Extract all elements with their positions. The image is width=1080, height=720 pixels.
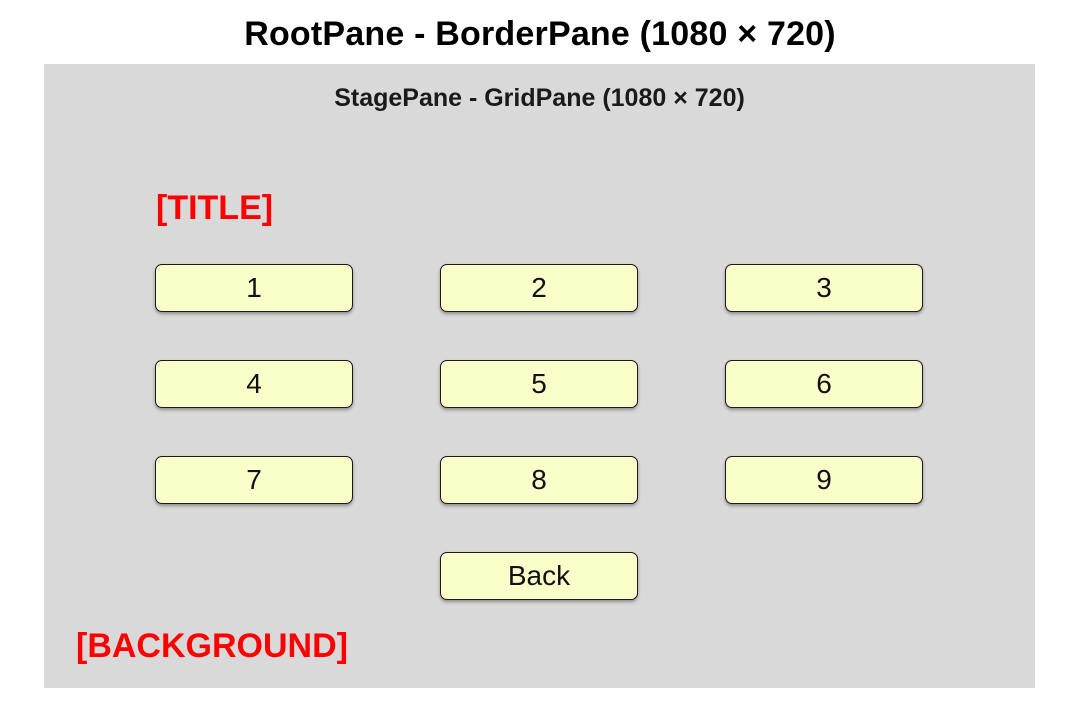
stage-pane: StagePane - GridPane (1080 × 720) [TITLE… [44, 64, 1035, 688]
title-placeholder: [TITLE] [156, 189, 274, 227]
button-8[interactable]: 8 [440, 456, 638, 504]
button-6[interactable]: 6 [725, 360, 923, 408]
button-4[interactable]: 4 [155, 360, 353, 408]
background-placeholder: [BACKGROUND] [76, 627, 348, 665]
back-button[interactable]: Back [440, 552, 638, 600]
button-2[interactable]: 2 [440, 264, 638, 312]
stage-pane-title: StagePane - GridPane (1080 × 720) [334, 84, 745, 112]
button-7[interactable]: 7 [155, 456, 353, 504]
button-9[interactable]: 9 [725, 456, 923, 504]
button-5[interactable]: 5 [440, 360, 638, 408]
button-3[interactable]: 3 [725, 264, 923, 312]
root-pane-title: RootPane - BorderPane (1080 × 720) [244, 15, 836, 53]
button-1[interactable]: 1 [155, 264, 353, 312]
